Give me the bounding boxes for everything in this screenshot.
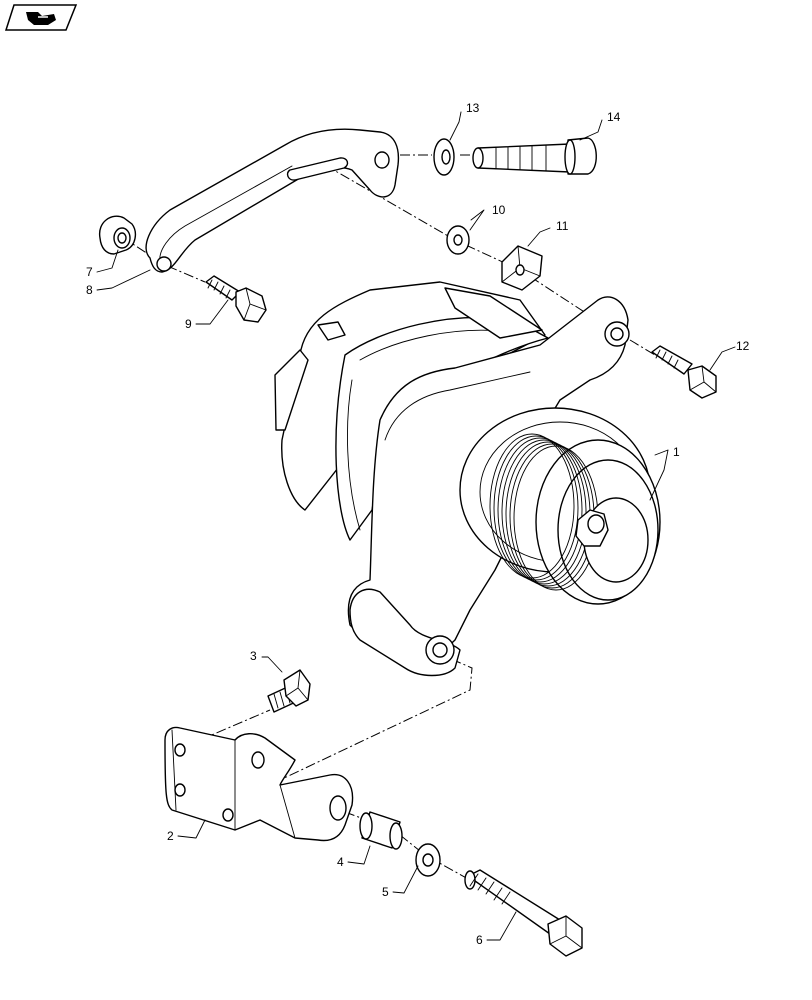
callout-11: 11 [556, 219, 569, 233]
callout-labels: 1 2 3 4 5 6 7 8 9 10 11 12 13 14 [86, 101, 750, 947]
callout-leaders [96, 111, 736, 941]
alternator [274, 281, 661, 677]
callout-1: 1 [673, 445, 680, 459]
bolt [205, 275, 267, 323]
lower-bracket [164, 726, 354, 842]
nut [501, 245, 543, 291]
bolt [464, 869, 583, 957]
bolt [651, 345, 717, 399]
callout-13: 13 [466, 101, 480, 115]
callout-4: 4 [337, 855, 344, 869]
spacer [98, 215, 137, 255]
callout-3: 3 [250, 649, 257, 663]
callout-7: 7 [86, 265, 93, 279]
bolt [267, 669, 311, 713]
bushing [359, 811, 403, 850]
callout-9: 9 [185, 317, 192, 331]
washer [433, 138, 455, 176]
callout-10: 10 [492, 203, 506, 217]
callout-2: 2 [167, 829, 174, 843]
callout-12: 12 [736, 339, 750, 353]
callout-6: 6 [476, 933, 483, 947]
bolt [472, 137, 597, 175]
callout-5: 5 [382, 885, 389, 899]
callout-8: 8 [86, 283, 93, 297]
section-navigation-icon[interactable] [4, 4, 78, 31]
upper-bracket [145, 128, 400, 273]
callout-14: 14 [607, 110, 621, 124]
washer [415, 843, 441, 877]
washer [446, 225, 470, 255]
